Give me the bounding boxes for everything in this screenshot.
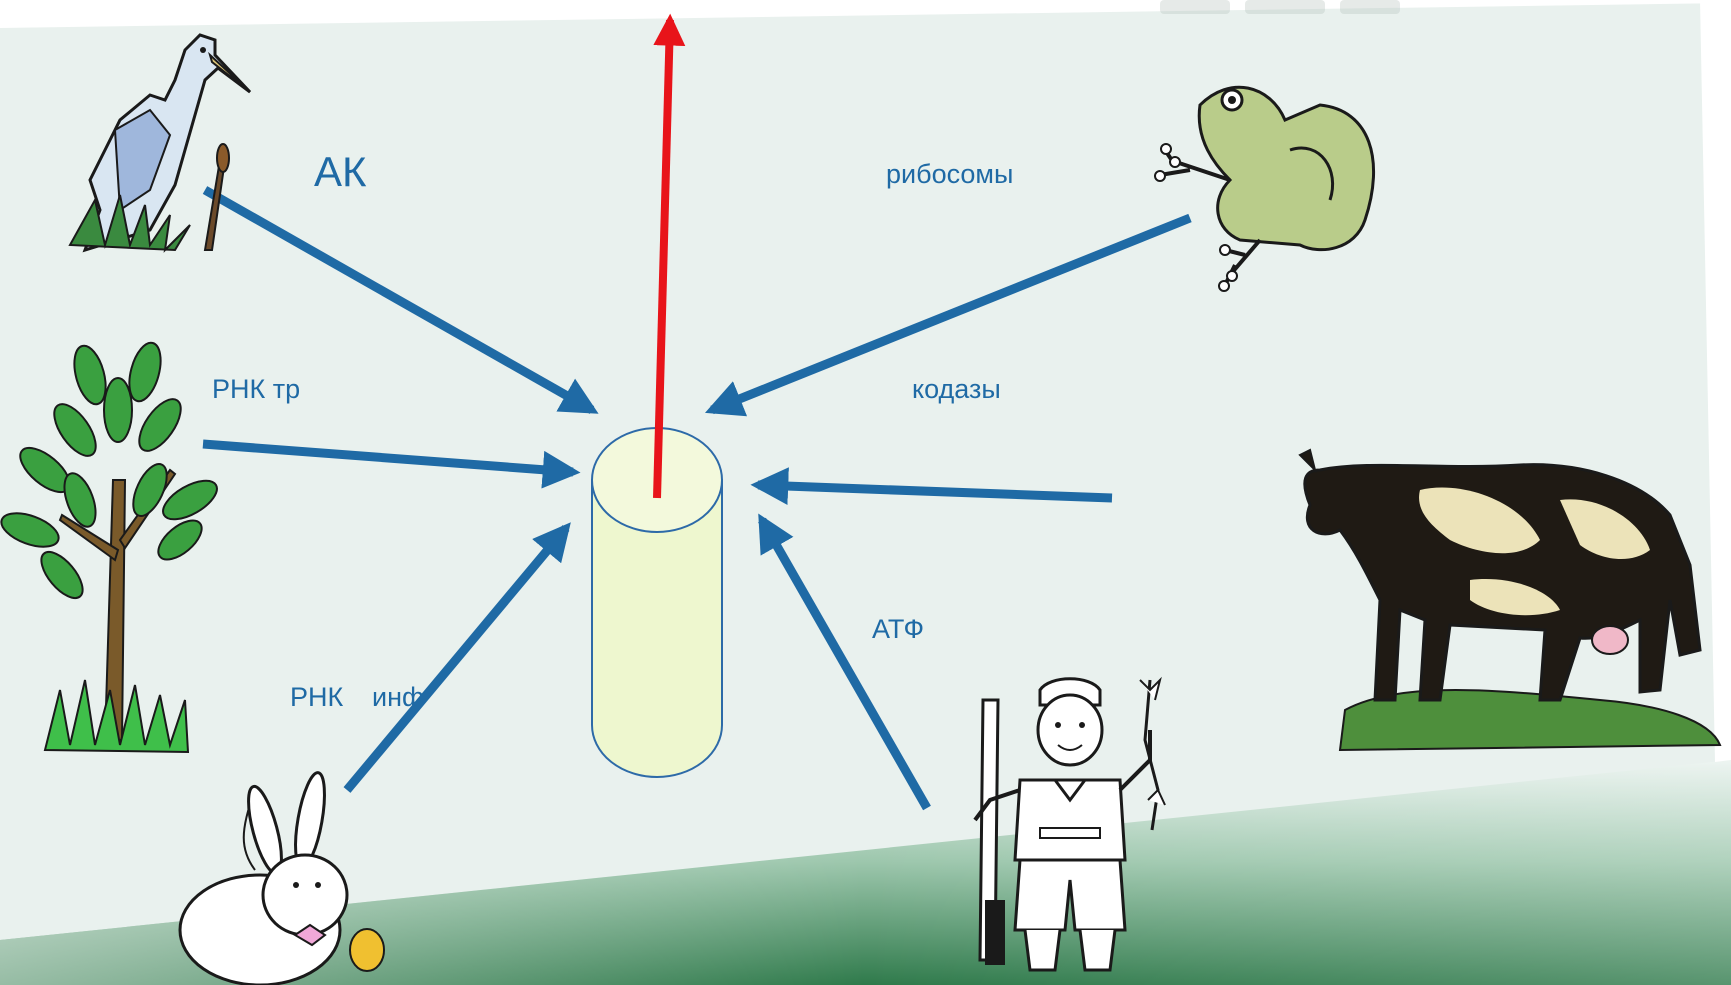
label-ribosomes: рибосомы — [886, 159, 1013, 189]
label-trna: РНК тр — [212, 374, 300, 404]
label-codases: кодазы — [912, 374, 1001, 404]
label-rna: РНК — [290, 682, 344, 712]
label-ak: АК — [314, 148, 367, 195]
label-atp: АТФ — [872, 614, 924, 644]
faded-title-fragment — [1160, 0, 1400, 14]
label-inf: инф — [372, 682, 424, 712]
